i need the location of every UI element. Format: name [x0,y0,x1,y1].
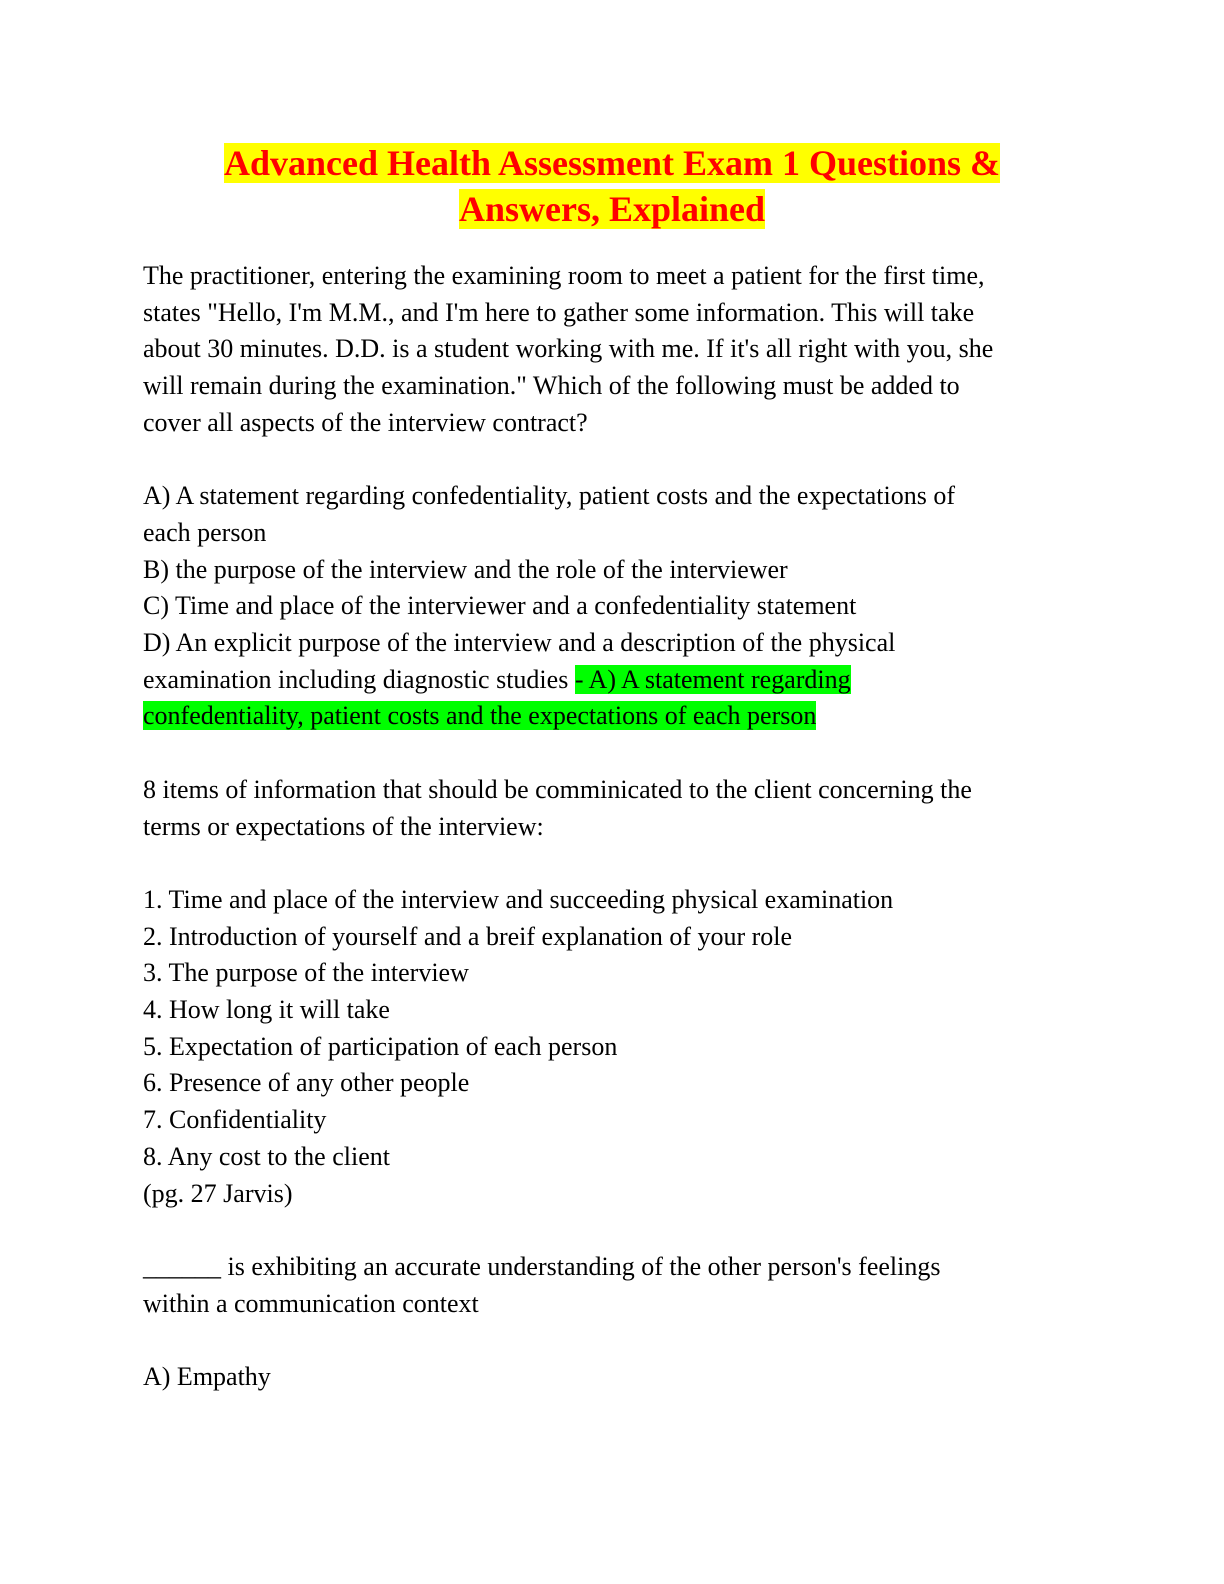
q1-stem-line: will remain during the examination." Whi… [143,371,960,401]
q1-stem-line: cover all aspects of the interview contr… [143,407,588,437]
q1-stem-line: The practitioner, entering the examining… [143,261,985,290]
spacer [143,1212,1073,1249]
q1-stem-line: about 30 minutes. D.D. is a student work… [143,334,994,364]
document-body: The practitioner, entering the examining… [143,258,1073,1396]
q1-answer-highlight: confedentiality, patient costs and the e… [143,701,817,731]
q2-list-item: 3. The purpose of the interview [143,958,469,988]
q1-option-c: C) Time and place of the interviewer and… [143,591,857,621]
title-line-1: Advanced Health Assessment Exam 1 Questi… [223,143,1001,183]
q3-stem-line-1: ______ is exhibiting an accurate underst… [143,1251,941,1281]
q2-list-item: 4. How long it will take [143,995,390,1025]
q2-list-item: 2. Introduction of yourself and a breif … [143,921,793,951]
q1-option-a-line-1: A) A statement regarding confedentiality… [143,481,956,511]
document-title: Advanced Health Assessment Exam 1 Questi… [120,140,1104,232]
q2-list-item: 8. Any cost to the client [143,1141,390,1171]
q2-list-item: 6. Presence of any other people [143,1068,470,1098]
q3-option-a: A) Empathy [143,1362,271,1392]
q2-reference: (pg. 27 Jarvis) [143,1178,293,1208]
q1-stem-line: states "Hello, I'm M.M., and I'm here to… [143,297,975,327]
spacer [143,845,1073,882]
q2-list-item: 1. Time and place of the interview and s… [143,884,894,914]
title-line-2: Answers, Explained [458,189,766,229]
spacer [143,442,1073,479]
q3-stem-line-2: within a communication context [143,1288,479,1318]
q1-option-a-line-2: each person [143,517,267,547]
q2-stem-line-1: 8 items of information that should be co… [143,774,972,804]
q1-option-d-line-2: examination including diagnostic studies… [143,662,1073,699]
q1-option-b: B) the purpose of the interview and the … [143,554,788,584]
q2-list-item: 7. Confidentiality [143,1105,327,1135]
q1-answer-line-2: confedentiality, patient costs and the e… [143,698,1073,735]
q1-option-d-text: examination including diagnostic studies [143,664,575,694]
q2-list-item: 5. Expectation of participation of each … [143,1031,618,1061]
spacer [143,735,1073,772]
q1-option-d-line-1: D) An explicit purpose of the interview … [143,628,896,658]
spacer [143,1322,1073,1359]
q1-answer-highlight: - A) A statement regarding [574,664,851,694]
q2-stem-line-2: terms or expectations of the interview: [143,811,544,841]
